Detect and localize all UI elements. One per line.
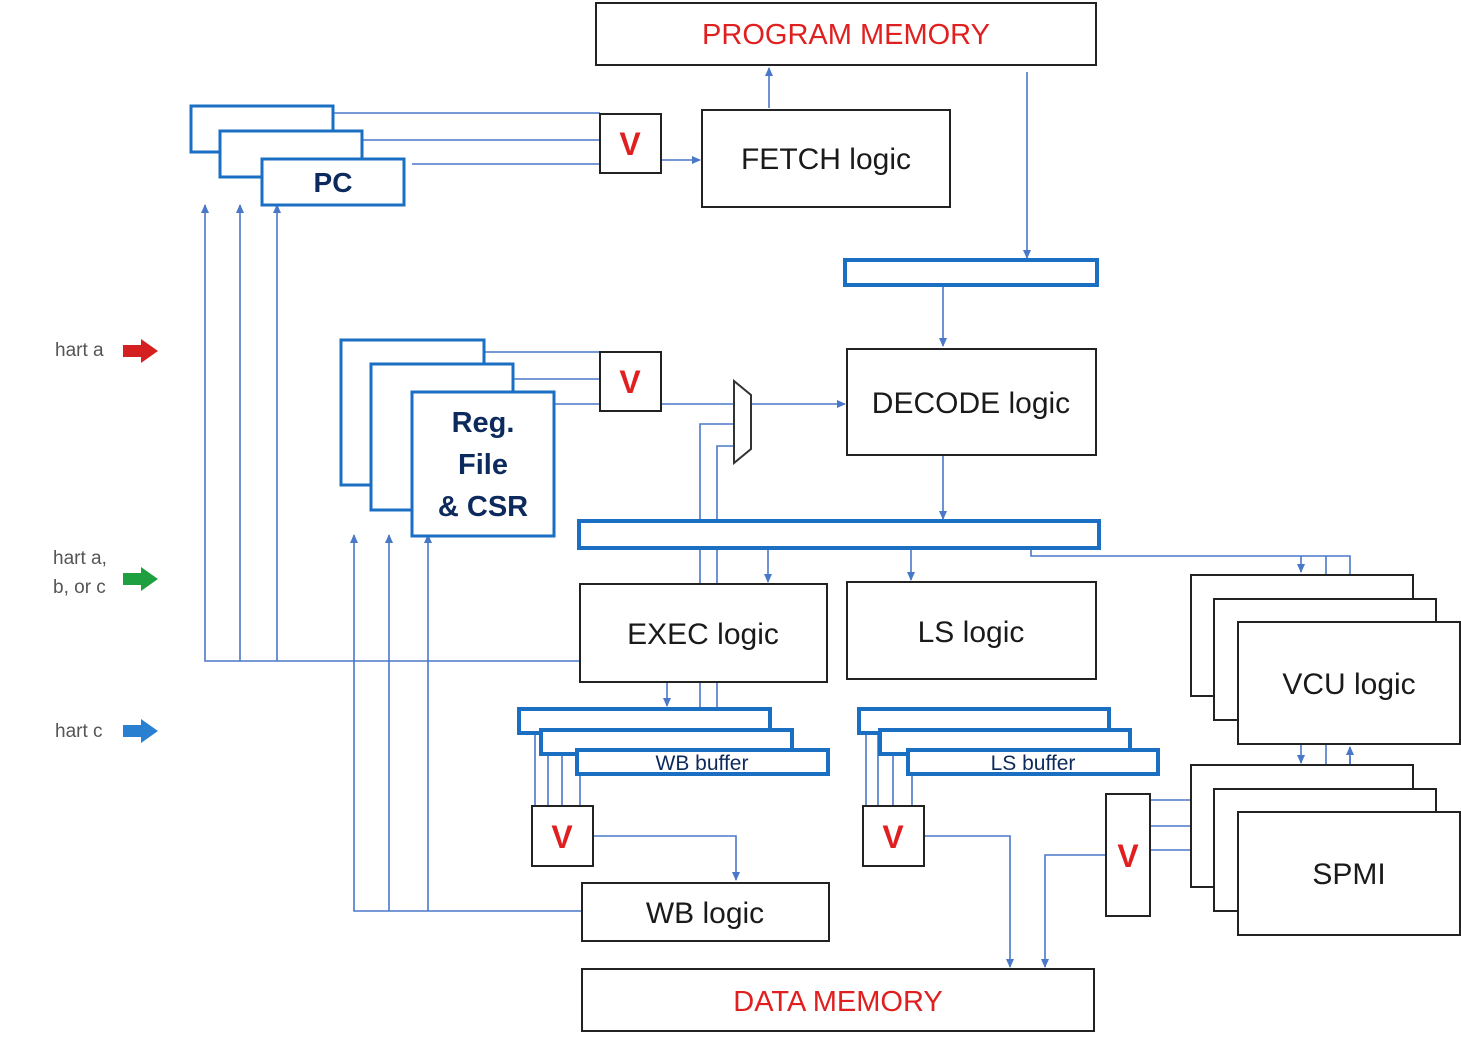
spmi-stack: SPMI — [1190, 764, 1461, 936]
regfile-label-3: & CSR — [438, 491, 528, 523]
voter-ls: V — [862, 805, 925, 867]
wb-buffer-label: WB buffer — [656, 752, 749, 775]
voter-spmi: V — [1105, 793, 1151, 917]
legend-hart-c: hart c — [55, 719, 158, 743]
legend-hart-a-label: hart a — [55, 340, 104, 361]
data-memory: DATA MEMORY — [581, 968, 1095, 1032]
exec-label: EXEC logic — [627, 618, 779, 651]
program-memory-label: PROGRAM MEMORY — [702, 19, 990, 51]
spmi-label: SPMI — [1312, 858, 1385, 891]
ls-logic: LS logic — [846, 581, 1097, 680]
wb-label: WB logic — [646, 897, 764, 930]
voter-wb-label: V — [551, 819, 573, 855]
program-memory: PROGRAM MEMORY — [595, 2, 1097, 66]
vcu-stack: VCU logic — [1190, 574, 1461, 745]
regfile-stack: Reg. File & CSR — [339, 338, 556, 538]
legend-hart-abc-label-1: hart a, — [53, 548, 107, 569]
voter-pc: V — [599, 113, 662, 174]
voter-pc-label: V — [619, 126, 641, 162]
wires — [201, 67, 1354, 968]
if-id-register — [843, 258, 1099, 287]
green-arrow-icon — [123, 567, 158, 591]
regfile-label-1: Reg. — [452, 407, 515, 439]
voter-spmi-label: V — [1117, 838, 1139, 874]
blue-arrow-icon — [123, 719, 158, 743]
legend: hart a hart a, b, or c hart c — [53, 339, 158, 743]
legend-hart-abc-label-2: b, or c — [53, 577, 106, 598]
data-memory-label: DATA MEMORY — [733, 986, 942, 1018]
legend-hart-c-label: hart c — [55, 721, 103, 742]
legend-hart-a: hart a — [55, 339, 158, 363]
fetch-logic: FETCH logic — [701, 109, 951, 208]
voter-ls-label: V — [882, 819, 904, 855]
ls-buffer-stack: LS buffer — [857, 707, 1160, 776]
pc-label: PC — [314, 167, 353, 198]
ls-label: LS logic — [918, 616, 1025, 649]
voter-regfile-label: V — [619, 364, 641, 400]
legend-hart-abc: hart a, b, or c — [53, 548, 158, 598]
decode-label: DECODE logic — [872, 387, 1070, 420]
wb-buffer-stack: WB buffer — [517, 707, 830, 776]
ls-buffer-label: LS buffer — [991, 752, 1076, 775]
voter-regfile: V — [599, 351, 662, 412]
voter-wb: V — [531, 805, 594, 867]
fetch-label: FETCH logic — [741, 143, 911, 176]
regfile-label-2: File — [458, 449, 508, 481]
exec-logic: EXEC logic — [579, 583, 828, 683]
wb-logic: WB logic — [581, 882, 830, 942]
decode-logic: DECODE logic — [846, 348, 1097, 456]
pc-stack: PC — [189, 104, 406, 207]
id-ex-register — [577, 519, 1101, 550]
vcu-label: VCU logic — [1282, 668, 1415, 701]
red-arrow-icon — [123, 339, 158, 363]
operand-mux — [733, 378, 752, 466]
